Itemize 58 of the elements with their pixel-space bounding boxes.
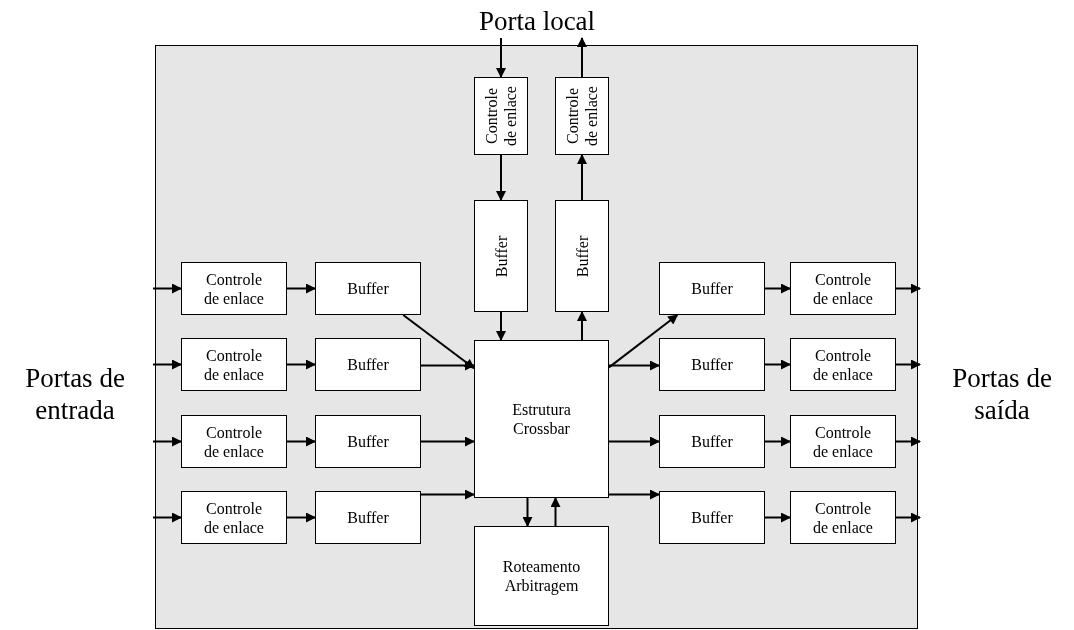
arrow bbox=[522, 497, 533, 527]
buffer-box: Buffer bbox=[659, 491, 765, 544]
link-control-box: Controle de enlace bbox=[181, 338, 287, 391]
routing-box: Roteamento Arbitragem bbox=[474, 526, 609, 626]
arrow bbox=[152, 512, 182, 523]
arrow bbox=[608, 489, 660, 500]
arrow bbox=[895, 283, 921, 294]
buffer-box: Buffer bbox=[474, 200, 528, 312]
buffer-box: Buffer bbox=[555, 200, 609, 312]
arrow bbox=[152, 283, 182, 294]
arrow bbox=[286, 512, 316, 523]
arrow bbox=[286, 359, 316, 370]
link-control-box: Controle de enlace bbox=[555, 77, 609, 155]
port-label: Porta local bbox=[452, 4, 622, 38]
buffer-box: Buffer bbox=[315, 262, 421, 315]
arrow bbox=[420, 436, 475, 447]
buffer-box: Buffer bbox=[659, 262, 765, 315]
crossbar-box: Estrutura Crossbar bbox=[474, 340, 609, 498]
arrow bbox=[496, 311, 506, 341]
link-control-box: Controle de enlace bbox=[181, 262, 287, 315]
link-control-box: Controle de enlace bbox=[790, 491, 896, 544]
port-label: Portas de saída bbox=[951, 362, 1053, 426]
link-control-box: Controle de enlace bbox=[790, 338, 896, 391]
link-control-box: Controle de enlace bbox=[181, 415, 287, 468]
link-control-box: Controle de enlace bbox=[474, 77, 528, 155]
link-control-box: Controle de enlace bbox=[181, 491, 287, 544]
arrow bbox=[152, 436, 182, 447]
arrow bbox=[895, 512, 921, 523]
router-box bbox=[155, 45, 918, 629]
link-control-box: Controle de enlace bbox=[790, 262, 896, 315]
arrow bbox=[577, 311, 587, 341]
buffer-box: Buffer bbox=[659, 415, 765, 468]
arrow bbox=[764, 436, 791, 447]
arrow bbox=[764, 359, 791, 370]
arrow bbox=[608, 436, 660, 447]
arrow bbox=[402, 314, 475, 370]
arrow bbox=[577, 154, 587, 201]
arrow bbox=[764, 512, 791, 523]
arrow bbox=[286, 283, 316, 294]
arrow bbox=[496, 37, 506, 78]
arrow bbox=[608, 314, 679, 369]
arrow bbox=[420, 489, 475, 500]
buffer-box: Buffer bbox=[315, 415, 421, 468]
buffer-box: Buffer bbox=[315, 338, 421, 391]
arrow bbox=[577, 37, 587, 78]
arrow bbox=[496, 154, 506, 201]
buffer-box: Buffer bbox=[659, 338, 765, 391]
buffer-box: Buffer bbox=[315, 491, 421, 544]
arrow bbox=[895, 436, 921, 447]
link-control-box: Controle de enlace bbox=[790, 415, 896, 468]
port-label: Portas de entrada bbox=[24, 362, 126, 426]
arrow bbox=[608, 360, 660, 371]
arrow bbox=[764, 283, 791, 294]
arrow bbox=[550, 497, 561, 527]
arrow bbox=[895, 359, 921, 370]
arrow bbox=[420, 360, 475, 371]
arrow bbox=[152, 359, 182, 370]
arrow bbox=[286, 436, 316, 447]
